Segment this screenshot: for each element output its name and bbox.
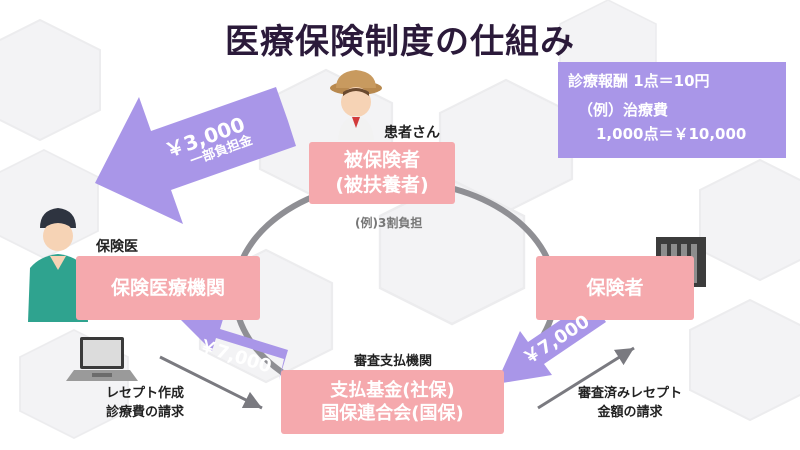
- provider-claim-line2: 診療費の請求: [106, 404, 185, 420]
- payment-arrow-patient-to-provider: [95, 87, 296, 224]
- provider-claim-line1: レセプト作成: [106, 386, 185, 401]
- claim-flow-arrow-provider: [159, 355, 263, 410]
- patient-avatar-icon: [330, 70, 382, 140]
- insurer-node-label: 保険者: [586, 276, 644, 299]
- provider-node: 保険医療機関: [76, 256, 260, 320]
- provider-node-label: 保険医療機関: [110, 276, 225, 299]
- laptop-icon: [66, 337, 138, 381]
- payment-arrow-review-to-provider: [181, 316, 288, 380]
- copay-ratio-note: (例)3割負担: [355, 216, 423, 230]
- review-org-line2: 国保連合会(国保): [321, 403, 464, 424]
- patient-node-line2: (被扶養者): [335, 174, 429, 196]
- patient-node: 被保険者 (被扶養者): [309, 142, 455, 204]
- provider-caption: 保険医: [96, 239, 138, 255]
- patient-node-line1: 被保険者: [343, 149, 420, 172]
- patient-caption: 患者さん: [384, 125, 440, 141]
- fee-rate-text: 診療報酬 1点＝10円: [568, 72, 710, 90]
- fee-example-label: （例）治療費: [578, 101, 669, 120]
- claim-flow-arrow-review: [537, 346, 635, 410]
- review-org-node: 支払基金(社保) 国保連合会(国保): [281, 370, 504, 434]
- review-claim-line2: 金額の請求: [597, 404, 663, 420]
- fee-example-value: 1,000点＝￥10,000: [596, 124, 747, 143]
- review-claim-line1: 審査済みレセプト: [578, 386, 683, 401]
- insurer-node: 保険者: [536, 256, 694, 320]
- review-claim-label: 審査済みレセプト 金額の請求: [578, 385, 682, 423]
- provider-claim-label: レセプト作成 診療費の請求: [106, 385, 184, 423]
- doctor-avatar-icon: [28, 208, 88, 322]
- page-title: 医療保険制度の仕組み: [225, 22, 575, 62]
- review-org-line1: 支払基金(社保): [330, 379, 455, 401]
- review-org-caption: 審査支払機関: [354, 354, 433, 369]
- fee-info-box: 診療報酬 1点＝10円 （例）治療費 1,000点＝￥10,000: [558, 62, 786, 158]
